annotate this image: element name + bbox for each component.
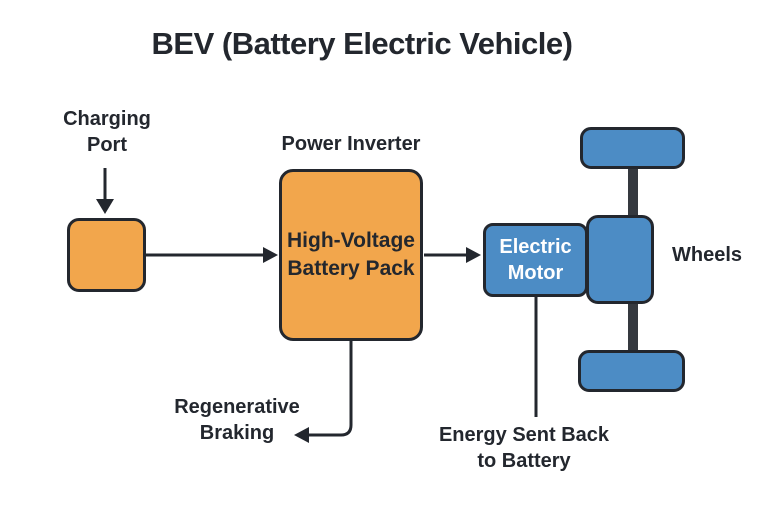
arrow-battery-to-regenerative-braking-icon xyxy=(294,341,353,443)
charging-port-label: Charging Port xyxy=(63,108,151,156)
energy-sent-back-label: Energy Sent Back to Battery xyxy=(438,424,610,472)
wheels-label: Wheels xyxy=(671,244,743,266)
diagram-title: BEV (Battery Electric Vehicle) xyxy=(151,26,573,61)
wheel-bottom xyxy=(578,350,685,392)
electric-motor-box: Electric Motor xyxy=(483,223,588,297)
charging-port-box xyxy=(67,218,146,292)
battery-pack-box: High-Voltage Battery Pack xyxy=(279,169,423,341)
wheel-top xyxy=(580,127,685,169)
gearbox-box xyxy=(586,215,654,304)
power-inverter-label: Power Inverter xyxy=(281,133,421,155)
electric-motor-label: Electric Motor xyxy=(499,236,572,284)
arrow-charging-port-to-battery-icon xyxy=(146,247,278,263)
battery-pack-label: High-Voltage Battery Pack xyxy=(287,229,415,280)
axle-bottom xyxy=(628,302,638,352)
axle-top xyxy=(628,167,638,217)
arrow-battery-to-motor-icon xyxy=(424,247,481,263)
arrow-label-to-charging-port-icon xyxy=(96,168,114,214)
regenerative-braking-label: Regenerative Braking xyxy=(174,396,300,444)
